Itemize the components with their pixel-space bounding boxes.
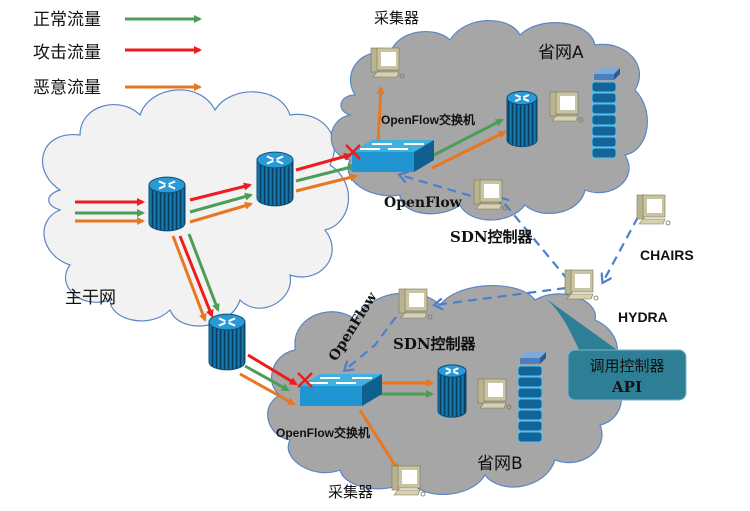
sdn-controller-b-computer: [398, 288, 433, 320]
server-stack-a: [591, 68, 620, 159]
api-callout: 调用控制器 API: [545, 298, 687, 401]
switch-a-label: OpenFlow交换机: [381, 112, 475, 127]
flow-malicious-swA-rA: [431, 130, 507, 170]
flow-attack-r1-r2: [189, 182, 252, 202]
openflow-switch-b: [300, 374, 382, 406]
legend-item-malicious: 恶意流量: [33, 78, 202, 98]
router-backbone-1: [148, 176, 186, 232]
host-a-computer: [549, 91, 584, 123]
openflow-link-b: [345, 304, 406, 370]
chairs-computer: [636, 194, 671, 226]
callout-line1: 调用控制器: [589, 357, 664, 375]
flow-normal-r1-r2: [189, 192, 253, 214]
flow-attack-r3-swB: [247, 353, 298, 386]
legend-label-attack: 攻击流量: [33, 43, 101, 63]
router-province-a: [506, 90, 538, 148]
province-a-label: 省网A: [538, 43, 584, 63]
collector-a-computer: [370, 47, 405, 79]
hydra-label: HYDRA: [618, 309, 668, 325]
router-backbone-3: [208, 313, 246, 371]
flow-malicious-swB-collector: [358, 409, 400, 472]
flow-malicious-r3-swB: [239, 372, 296, 406]
openflow-switch-a: [352, 140, 434, 172]
flow-normal-r2-swA: [295, 163, 357, 183]
collector-b-computer: [391, 465, 426, 497]
switch-b-label: OpenFlow交换机: [276, 425, 370, 440]
legend-item-normal: 正常流量: [33, 10, 202, 30]
flow-attack-r1-r3: [178, 235, 214, 318]
blocked-marker-a: [345, 144, 361, 160]
flow-normal-swA-rA: [431, 118, 504, 158]
controller-b-label: SDN控制器: [393, 335, 477, 353]
traffic-flows: [75, 86, 507, 472]
chairs-label: CHAIRS: [640, 247, 694, 263]
flow-normal-r3-swB: [244, 364, 290, 392]
flow-malicious-r1-r2: [189, 201, 253, 224]
controller-a-label: SDN控制器: [450, 228, 534, 246]
backbone-label: 主干网: [65, 288, 116, 308]
legend-label-normal: 正常流量: [33, 10, 101, 30]
flow-malicious-swA-collector: [376, 86, 385, 143]
sdn-controller-a-computer: [473, 179, 508, 211]
legend: 正常流量 攻击流量 恶意流量: [33, 10, 202, 98]
collector-a-label: 采集器: [374, 9, 419, 27]
backbone-cloud: [42, 89, 350, 327]
hydra-controller-a-link: [500, 198, 569, 281]
router-backbone-2: [256, 151, 294, 207]
callout-line2: API: [611, 378, 642, 396]
flow-attack-r2-swA: [295, 152, 352, 172]
province-b-label: 省网B: [477, 454, 523, 474]
collector-b-label: 采集器: [328, 483, 373, 501]
blocked-marker-b: [297, 372, 313, 388]
chairs-hydra-link: [603, 216, 639, 282]
hydra-computer: [564, 269, 599, 301]
flow-malicious-r1-r3: [171, 235, 207, 322]
hydra-controller-b-link: [435, 286, 567, 305]
flow-normal-r1-r3: [187, 233, 220, 312]
legend-item-attack: 攻击流量: [33, 43, 202, 63]
legend-label-malicious: 恶意流量: [33, 78, 101, 98]
host-b-computer: [477, 378, 512, 410]
router-province-b: [437, 364, 467, 418]
openflow-a-label: OpenFlow: [384, 195, 463, 211]
server-stack-b: [517, 352, 546, 443]
control-links: [345, 175, 639, 370]
flow-malicious-r2-swA: [295, 173, 358, 193]
